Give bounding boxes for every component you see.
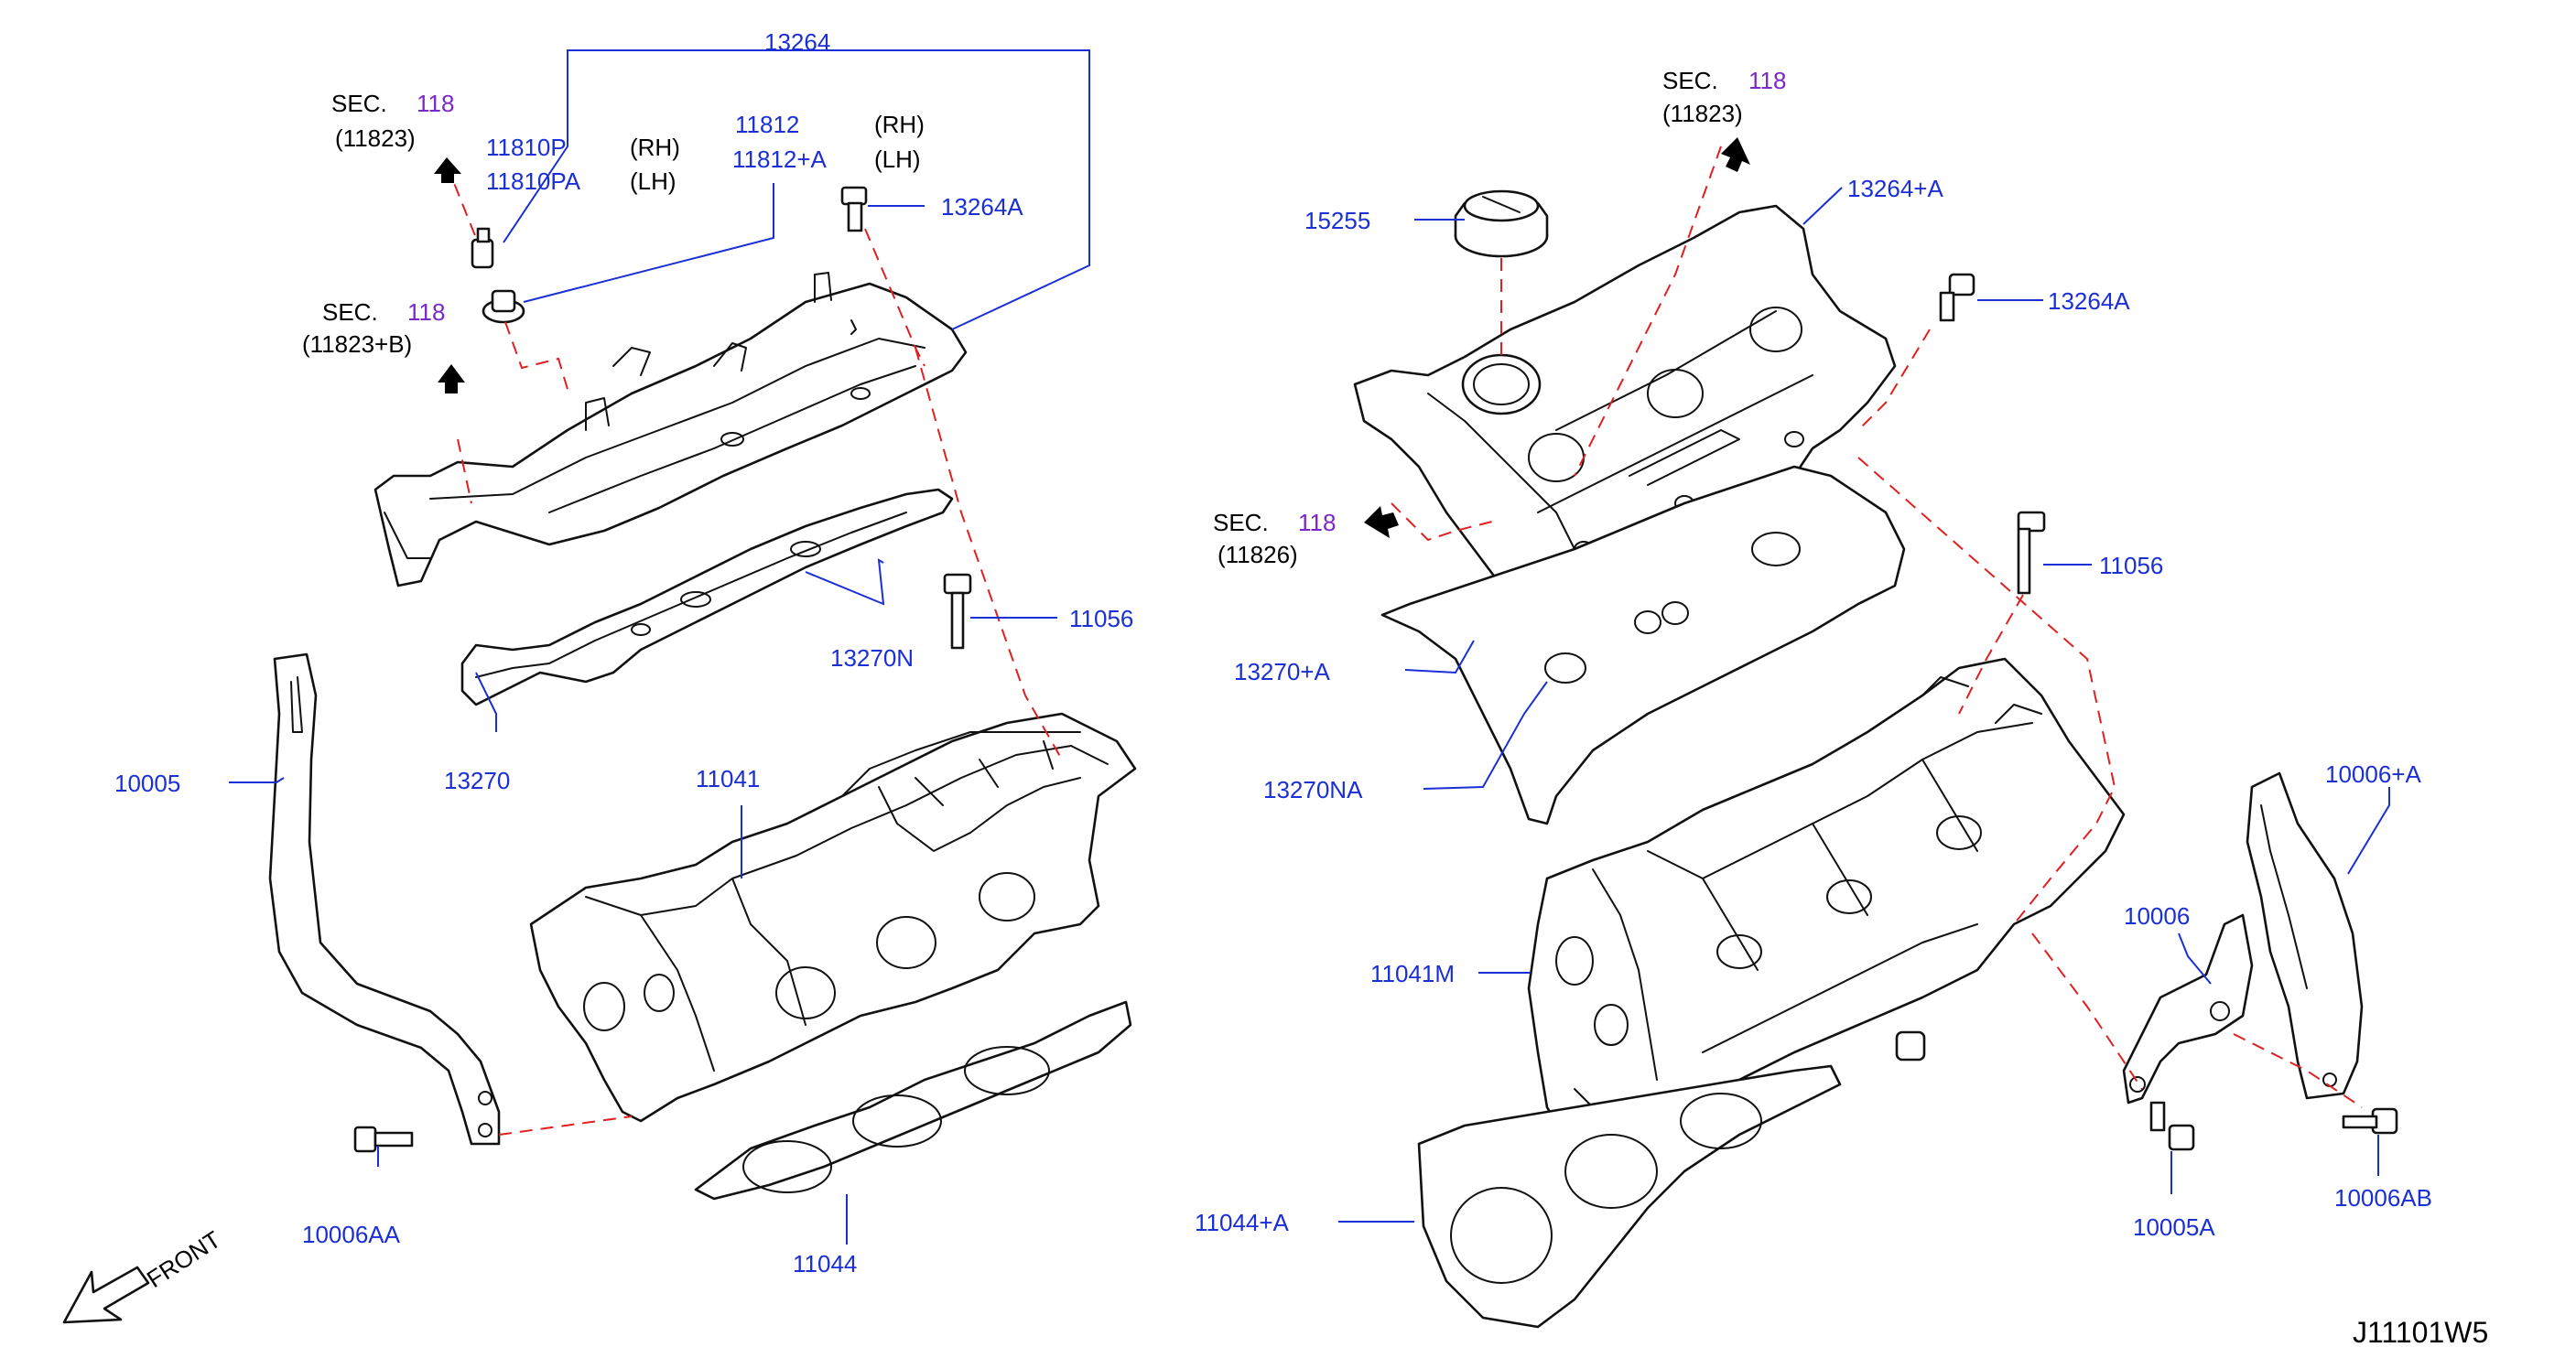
part-label-11041[interactable]: 11041 [696, 765, 760, 792]
rh-note: (RH) [630, 134, 680, 161]
bolt-13264A-right-drawing [1939, 273, 1975, 322]
part-label-15255[interactable]: 15255 [1304, 207, 1370, 234]
front-label: FRONT [142, 1225, 226, 1293]
section-prefix: SEC. [1213, 509, 1269, 536]
part-label-13270NA[interactable]: 13270NA [1263, 776, 1363, 803]
section-ref: (11826) [1218, 541, 1298, 568]
section-arrow-up [434, 157, 461, 183]
part-label-11810P[interactable]: 11810P [486, 134, 567, 161]
part-label-11056-left[interactable]: 11056 [1069, 605, 1133, 632]
part-label-11044[interactable]: 11044 [793, 1250, 857, 1277]
part-label-11044A[interactable]: 11044+A [1195, 1209, 1290, 1236]
part-label-13264[interactable]: 13264 [764, 28, 830, 56]
section-arrows [434, 137, 1750, 538]
part-label-10005A[interactable]: 10005A [2133, 1213, 2215, 1241]
part-label-10005[interactable]: 10005 [114, 770, 180, 797]
part-label-10006A[interactable]: 10006+A [2325, 760, 2421, 788]
cylinder-head-left-drawing [529, 712, 1137, 1123]
part-label-13270A[interactable]: 13270+A [1234, 658, 1330, 685]
section-ref: (11823) [1662, 100, 1743, 127]
bracket-10006-drawing [2122, 913, 2254, 1105]
part-label-11041M[interactable]: 11041M [1370, 960, 1455, 987]
part-label-13270N[interactable]: 13270N [830, 644, 914, 672]
section-number[interactable]: 118 [407, 298, 445, 326]
cylinder-head-right-drawing [1527, 657, 2126, 1155]
section-arrow-up [1721, 137, 1750, 172]
section-arrow-left [1364, 506, 1399, 538]
section-number[interactable]: 118 [417, 90, 454, 117]
bracket-10006A-drawing [2246, 771, 2364, 1100]
section-prefix: SEC. [331, 90, 387, 117]
rocker-cover-gasket-left-drawing [460, 488, 954, 706]
bolt-10006AA-drawing [353, 1126, 414, 1153]
part-label-11812A[interactable]: 11812+A [732, 146, 828, 173]
bracket-10005-drawing [268, 652, 501, 1146]
rocker-cover-right-drawing [1353, 204, 1897, 642]
front-direction-arrow [62, 1266, 150, 1324]
lh-note: (LH) [630, 167, 676, 195]
part-label-13264A-right[interactable]: 13264A [2048, 287, 2130, 315]
diagram-code: J11101W5 [2353, 1316, 2488, 1349]
part-label-13264A-plus[interactable]: 13264+A [1847, 175, 1943, 202]
bolt-10005A-drawing [2149, 1101, 2195, 1151]
assembly-dashed-lines [446, 146, 2363, 1136]
part-label-11810PA[interactable]: 11810PA [486, 167, 581, 195]
rocker-cover-left-drawing [373, 272, 968, 587]
part-label-11812[interactable]: 11812 [735, 111, 799, 138]
part-label-13270[interactable]: 13270 [444, 767, 510, 794]
pcv-valve-drawing [471, 227, 525, 324]
section-number[interactable]: 118 [1748, 67, 1786, 94]
section-prefix: SEC. [1662, 67, 1718, 94]
head-gasket-left-drawing [694, 1000, 1132, 1201]
part-label-10006[interactable]: 10006 [2124, 902, 2190, 930]
bolt-11056-right-drawing [2017, 511, 2046, 595]
bolt-13264A-left-drawing [840, 186, 868, 232]
part-label-10006AA[interactable]: 10006AA [302, 1221, 401, 1248]
part-label-13264A-left[interactable]: 13264A [941, 193, 1023, 221]
section-arrow-up [438, 364, 465, 393]
head-gasket-right-drawing [1417, 1064, 1842, 1329]
section-prefix: SEC. [322, 298, 378, 326]
lh-note: (LH) [874, 146, 921, 173]
bolt-10006AB-drawing [2342, 1107, 2398, 1135]
part-label-11056-right[interactable]: 11056 [2099, 552, 2163, 579]
rh-note: (RH) [874, 111, 925, 138]
bolt-11056-left-drawing [943, 573, 972, 650]
section-ref: (11823+B) [302, 330, 412, 358]
section-number[interactable]: 118 [1298, 509, 1336, 536]
oil-filler-cap-drawing [1454, 189, 1549, 258]
section-ref: (11823) [335, 124, 416, 152]
leader-lines [229, 49, 2390, 1245]
part-label-10006AB[interactable]: 10006AB [2334, 1184, 2432, 1212]
